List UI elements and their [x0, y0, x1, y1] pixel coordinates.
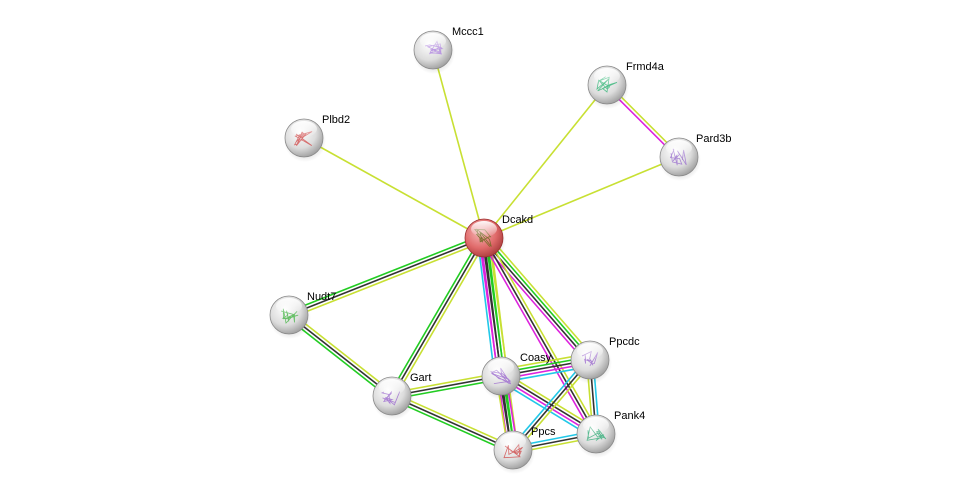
node-gloss: [583, 417, 609, 433]
node-gloss: [420, 33, 446, 49]
edge-line-coexpression: [391, 237, 485, 397]
node-label: Coasy: [520, 352, 552, 364]
node-gloss: [291, 121, 317, 137]
node-coasy[interactable]: Coasy: [481, 352, 552, 400]
node-frmd4a[interactable]: Frmd4a: [587, 61, 665, 109]
edge-line-coexpression: [481, 238, 513, 451]
node-gloss: [379, 379, 405, 395]
edge-dcakd-nudt7[interactable]: [287, 234, 486, 319]
node-ppcdc[interactable]: Ppcdc: [570, 336, 640, 384]
node-gloss: [666, 140, 692, 156]
node-label: Plbd2: [322, 114, 350, 126]
node-mccc1[interactable]: Mccc1: [413, 26, 484, 74]
edge-dcakd-pank4[interactable]: [480, 236, 600, 436]
node-label: Dcakd: [502, 214, 533, 226]
edge-line-textmining: [483, 84, 608, 239]
node-nudt7[interactable]: Nudt7: [269, 291, 336, 339]
edge-line-neighborhood: [388, 235, 482, 395]
node-gloss: [594, 68, 620, 84]
edge-dcakd-pard3b[interactable]: [483, 156, 680, 239]
node-label: Ppcdc: [609, 336, 640, 348]
node-label: Ppcs: [531, 426, 556, 438]
edge-line-textmining: [487, 237, 519, 450]
node-ppcs[interactable]: Ppcs: [493, 426, 556, 474]
edge-line-neighborhood: [484, 236, 592, 360]
node-label: Pank4: [614, 410, 645, 422]
edge-line-textmining: [303, 137, 485, 239]
edge-dcakd-frmd4a[interactable]: [483, 84, 608, 239]
node-gloss: [488, 359, 514, 375]
node-gloss: [276, 298, 302, 314]
node-gart[interactable]: Gart: [372, 372, 431, 420]
edge-line-coexpression: [483, 237, 597, 435]
edge-line-textmining: [486, 236, 600, 433]
edge-line-textmining: [487, 234, 595, 358]
edge-dcakd-plbd2[interactable]: [303, 137, 485, 239]
node-label: Gart: [410, 372, 431, 384]
edge-dcakd-gart[interactable]: [388, 235, 488, 399]
edge-line-neighborhood: [484, 237, 516, 450]
node-gloss: [577, 343, 603, 359]
protein-structure-icon: [503, 443, 523, 459]
edge-line-textmining: [483, 156, 680, 239]
node-dcakd[interactable]: Dcakd: [464, 214, 533, 262]
protein-structure-icon: [581, 350, 599, 367]
node-gloss: [500, 433, 526, 449]
node-pank4[interactable]: Pank4: [576, 410, 645, 458]
edge-line-textmining: [432, 49, 485, 239]
edge-line-textmining: [394, 239, 488, 399]
node-label: Nudt7: [307, 291, 336, 303]
edge-dcakd-mccc1[interactable]: [432, 49, 485, 239]
edge-line-experimental: [478, 238, 510, 451]
edge-line-textmining: [289, 240, 486, 319]
node-pard3b[interactable]: Pard3b: [659, 133, 731, 181]
node-label: Frmd4a: [626, 61, 665, 73]
edge-line-database: [476, 238, 496, 377]
protein-structure-icon: [669, 148, 687, 166]
node-label: Pard3b: [696, 133, 731, 145]
edge-line-experimental: [480, 239, 594, 436]
edge-line-coexpression: [288, 237, 485, 316]
node-gloss: [471, 221, 497, 237]
node-plbd2[interactable]: Plbd2: [284, 114, 350, 162]
node-label: Mccc1: [452, 26, 484, 38]
edge-dcakd-ppcs[interactable]: [478, 237, 519, 451]
edge-line-neighborhood: [287, 234, 484, 313]
